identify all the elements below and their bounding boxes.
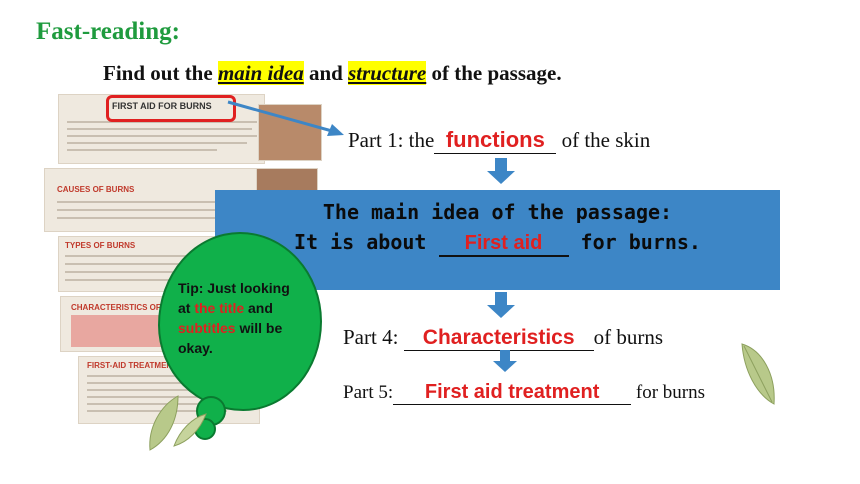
part-5-label: Part 5: xyxy=(343,382,394,403)
part-5-suffix: for burns xyxy=(631,382,706,403)
title-highlight-box xyxy=(106,95,236,122)
part-4-answer: Characteristics xyxy=(403,326,594,351)
highlight-main-idea: main idea xyxy=(217,61,304,85)
slide-heading: Fast-reading: xyxy=(36,18,180,45)
pointer-arrow xyxy=(227,100,344,136)
part-4-suffix: of burns xyxy=(593,325,664,349)
part-4-label: Part 4: xyxy=(343,325,404,349)
instruction-text: Find out the main idea and structure of … xyxy=(103,61,562,86)
banner-sentence: It is about First aid for burns. xyxy=(215,230,780,257)
leaf-decoration-right xyxy=(741,343,775,405)
page-title-types: TYPES OF BURNS xyxy=(65,241,136,250)
tip-text: Tip: Just looking at the title and subti… xyxy=(178,278,298,358)
down-arrow-3 xyxy=(493,350,517,372)
part-1-label: Part 1: the xyxy=(348,128,435,152)
instruction-suffix: of the passage. xyxy=(426,61,562,85)
banner-prefix: It is about xyxy=(294,230,439,254)
tip-red-subtitles: subtitles xyxy=(178,320,236,336)
page-title-causes: CAUSES OF BURNS xyxy=(57,185,135,194)
instruction-middle: and xyxy=(303,61,349,85)
part-1-suffix: of the skin xyxy=(556,128,651,152)
part-1-answer: functions xyxy=(434,127,557,154)
instruction-prefix: Find out the xyxy=(103,61,218,85)
page-title-first-aid-for-burns: FIRST AID FOR BURNS xyxy=(112,101,212,111)
tip-text-1: Tip: Just looking at xyxy=(178,280,290,316)
page-title-first-aid-treatment: FIRST-AID TREATMENT xyxy=(87,361,178,370)
banner-suffix: for burns. xyxy=(568,230,701,254)
banner-title: The main idea of the passage: xyxy=(322,200,673,224)
page-title-characteristics: CHARACTERISTICS OF BURNS xyxy=(71,303,192,312)
part-5-answer: First aid treatment xyxy=(393,381,632,405)
tip-cloud xyxy=(158,232,322,411)
down-arrow-1 xyxy=(487,158,515,184)
part-5-line: Part 5:First aid treatment for burns xyxy=(343,381,705,405)
down-arrow-2 xyxy=(487,292,515,318)
textbook-page-1 xyxy=(58,94,265,164)
tip-text-2: and xyxy=(244,300,273,316)
banner-answer: First aid xyxy=(438,232,569,257)
tip-text-3: will be okay. xyxy=(178,320,283,356)
tip-red-title: the title xyxy=(194,300,245,316)
highlight-structure: structure xyxy=(348,61,427,85)
leaf-decoration-left xyxy=(149,395,207,451)
